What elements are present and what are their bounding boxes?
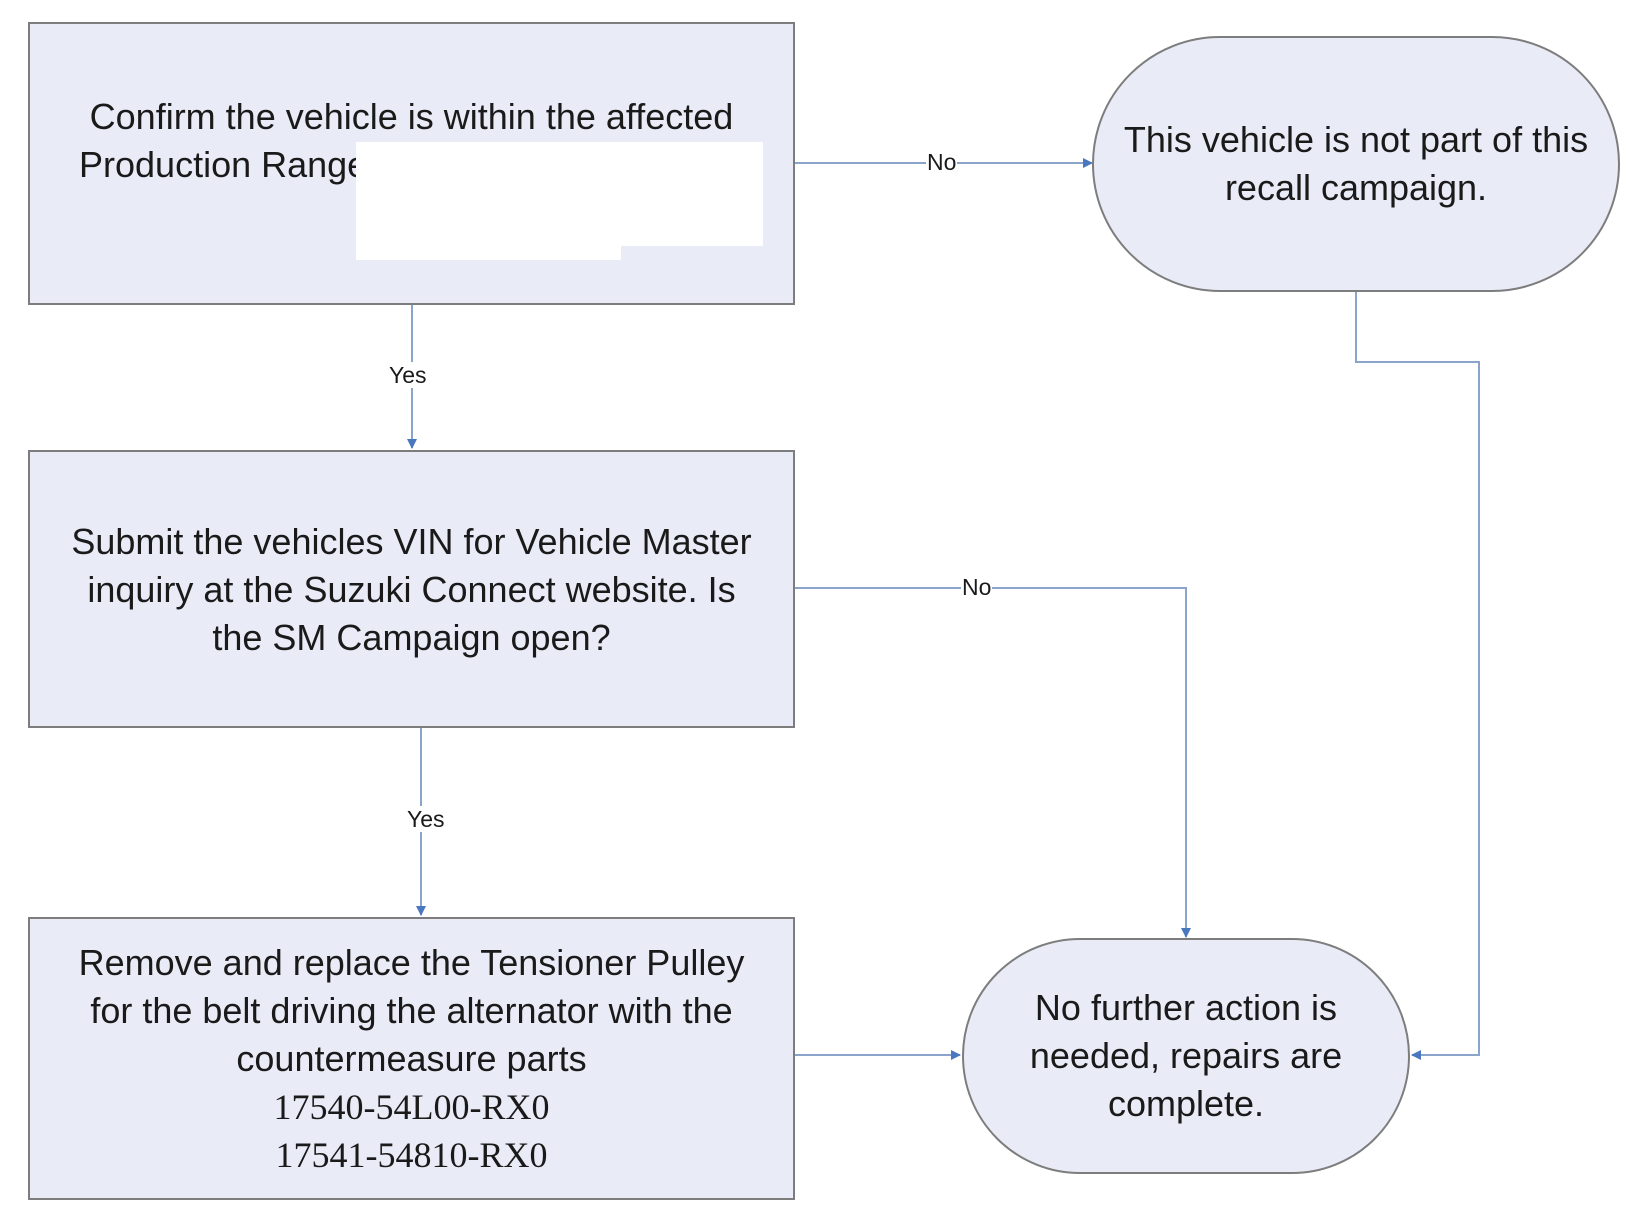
redaction-block-tail — [356, 240, 621, 260]
terminator-not-part-of-campaign: This vehicle is not part of this recall … — [1092, 36, 1620, 292]
edge-label-submit-yes: Yes — [406, 806, 446, 832]
redaction-block — [356, 142, 763, 246]
box-replace-tensioner-pulley: Remove and replace the Tensioner Pulley … — [28, 917, 795, 1200]
box-confirm-line-2: Production Range. — [79, 144, 378, 185]
edge-submit-no — [795, 587, 1191, 938]
terminator-done-line-3: complete. — [1107, 1083, 1265, 1124]
edge-notpart-done — [1355, 292, 1480, 1060]
box-submit-line-3: the SM Campaign open? — [212, 617, 611, 658]
part-number-1: 17540-54L00-RX0 — [273, 1086, 550, 1127]
edge-label-confirm-no: No — [926, 149, 958, 175]
box-submit-vin: Submit the vehicles VIN for Vehicle Mast… — [28, 450, 795, 728]
box-replace-line-1: Remove and replace the Tensioner Pulley — [78, 941, 745, 983]
box-replace-line-3: countermeasure parts — [236, 1037, 587, 1079]
edge-label-submit-no: No — [961, 574, 993, 600]
box-submit-line-2: inquiry at the Suzuki Connect website. I… — [87, 569, 736, 610]
terminator-done-line-2: needed, repairs are — [1029, 1035, 1343, 1076]
box-confirm-line-1: Confirm the vehicle is within the affect… — [89, 96, 734, 137]
terminator-done-line-1: No further action is — [1034, 987, 1338, 1028]
terminator-not-part-line-1: This vehicle is not part of this — [1123, 119, 1589, 160]
part-number-2: 17541-54810-RX0 — [275, 1134, 548, 1175]
box-replace-line-2: for the belt driving the alternator with… — [90, 989, 733, 1031]
terminator-no-further-action: No further action is needed, repairs are… — [962, 938, 1410, 1174]
edge-label-confirm-yes: Yes — [388, 362, 428, 388]
box-submit-line-1: Submit the vehicles VIN for Vehicle Mast… — [71, 521, 752, 562]
terminator-not-part-line-2: recall campaign. — [1224, 167, 1488, 208]
